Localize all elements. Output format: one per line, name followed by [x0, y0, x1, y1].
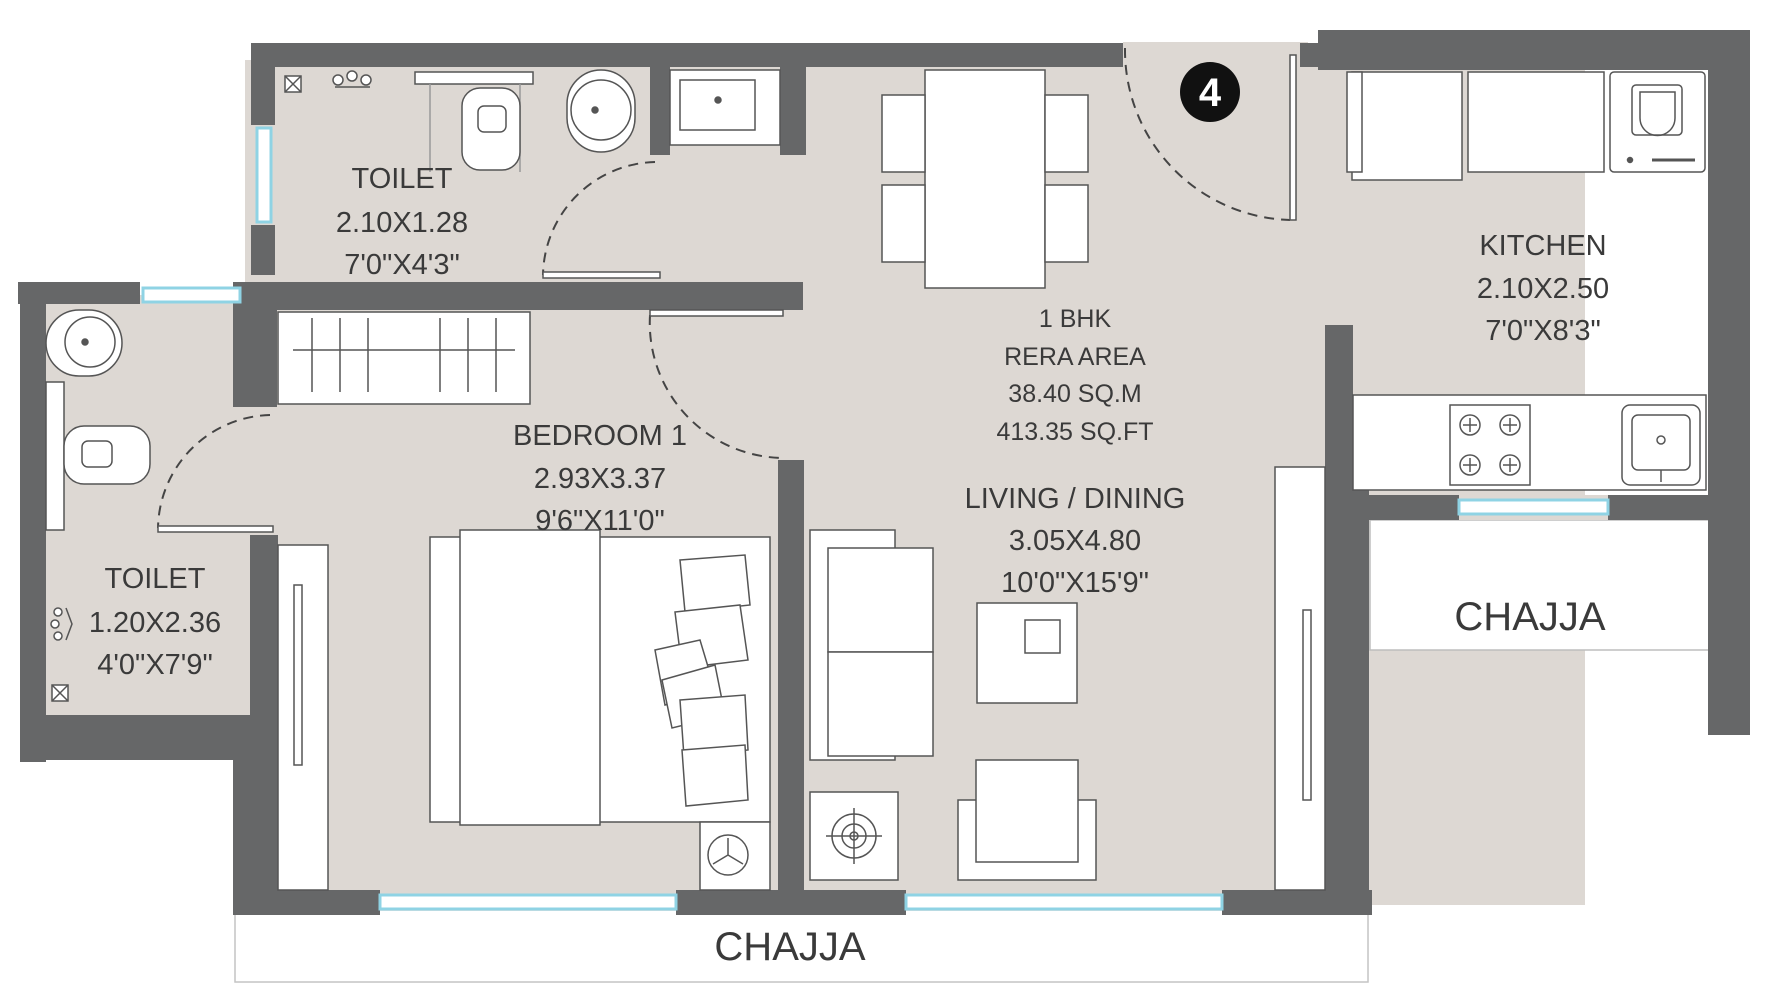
toilet-top-name: TOILET: [352, 163, 453, 195]
bedroom-name: BEDROOM 1: [513, 420, 687, 452]
toilet-left-imperial: 4'0"X7'9": [97, 649, 213, 681]
living-dining-metric: 3.05X4.80: [1009, 525, 1141, 557]
speaker-icon: [826, 808, 882, 864]
kitchen-metric: 2.10X2.50: [1477, 273, 1609, 305]
fridge: [1351, 71, 1463, 181]
kitchen-counter: [1467, 71, 1605, 173]
door-arc-toilet-top: [542, 161, 656, 276]
door-arc-bedroom: [648, 314, 784, 459]
living-wardrobe-panel: [1274, 466, 1326, 891]
door-arc-main-entry: [1123, 47, 1291, 221]
pillows: [654, 554, 751, 807]
chajja-right-label: CHAJJA: [1454, 595, 1605, 639]
dining-chair: [881, 94, 926, 173]
bedroom-imperial: 9'6"X11'0": [535, 505, 665, 537]
unit-badge-number: 4: [1199, 71, 1222, 115]
wash-basin-left-icon: [64, 316, 116, 368]
shower-icon: [332, 70, 372, 88]
unit-badge: [1180, 62, 1240, 122]
rera-area-sqft: 413.35 SQ.FT: [996, 418, 1153, 446]
kitchen-imperial: 7'0"X8'3": [1485, 315, 1601, 347]
stove-icon: [1449, 404, 1531, 486]
walls: [18, 30, 1750, 915]
rera-area-sqm: 38.40 SQ.M: [1008, 380, 1141, 408]
dining-chair: [1044, 184, 1089, 263]
shower-left-icon: [50, 607, 73, 641]
bedroom-metric: 2.93X3.37: [534, 463, 666, 495]
dining-table: [924, 69, 1046, 289]
fixtures: [45, 69, 1707, 891]
wash-basin-top-icon: [570, 79, 632, 141]
cistern: [414, 71, 534, 85]
bedroom-wardrobe-panel: [277, 544, 329, 891]
kitchen-name: KITCHEN: [1479, 230, 1606, 262]
chajja-bottom-label: CHAJJA: [714, 925, 865, 969]
chajja-bottom-area: [234, 909, 1369, 983]
toilet-top-metric: 2.10X1.28: [336, 207, 468, 239]
door-arc-toilet-left: [157, 414, 271, 529]
toilet-left-metric: 1.20X2.36: [89, 607, 221, 639]
dining-chair: [881, 184, 926, 263]
living-dining-imperial: 10'0"X15'9": [1001, 567, 1149, 599]
doors: [157, 47, 1291, 529]
living-dining-name: LIVING / DINING: [965, 483, 1186, 515]
sink-icon: [679, 79, 756, 131]
flat-type: 1 BHK: [1039, 305, 1112, 333]
toilet-left-name: TOILET: [105, 563, 206, 595]
windows: [141, 126, 1610, 911]
toilet-top-imperial: 7'0"X4'3": [344, 249, 460, 281]
dining-chair: [1044, 94, 1089, 173]
rera-area-label: RERA AREA: [1004, 343, 1146, 371]
wardrobe: [277, 311, 531, 405]
